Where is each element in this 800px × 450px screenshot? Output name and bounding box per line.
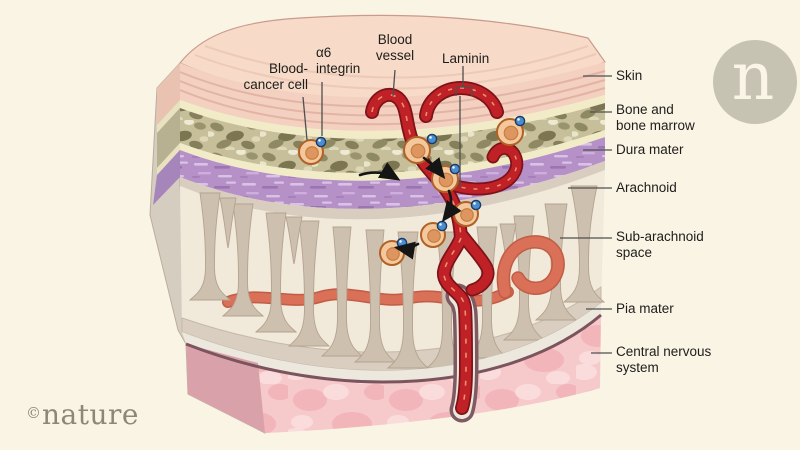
cancer-cell xyxy=(496,115,526,146)
migration-arrow xyxy=(441,189,462,223)
dura-left-face xyxy=(153,150,180,205)
label-blood-cancer-cell: Blood- cancer cell xyxy=(243,61,308,92)
label-arachnoid: Arachnoid xyxy=(616,180,677,195)
cancer-cell xyxy=(403,133,438,164)
skin-top-streak xyxy=(204,45,589,79)
label-subarachnoid-space: Sub-arachnoid space xyxy=(616,229,704,260)
cancer-cell xyxy=(420,220,448,248)
label-skin: Skin xyxy=(616,68,643,83)
nature-logo-badge: n xyxy=(713,37,797,124)
label-blood-vessel: Blood vessel xyxy=(375,32,415,63)
migration-arrow xyxy=(393,241,420,260)
label-bone-marrow: Bone and bone marrow xyxy=(616,102,695,133)
brand-name: nature xyxy=(42,398,139,431)
trabecula xyxy=(285,216,303,265)
pia-dark-line xyxy=(185,313,602,384)
integrin-dot xyxy=(449,163,461,175)
label-cns: Central nervous system xyxy=(616,344,712,375)
cns-layer xyxy=(186,315,601,433)
pia-mater-layer xyxy=(182,303,601,383)
integrin-dot xyxy=(315,136,327,148)
leader-blood-vessel xyxy=(392,69,396,97)
trabecula xyxy=(188,192,232,301)
migration-arrow xyxy=(358,162,401,181)
skin-stripe xyxy=(179,87,606,126)
trabecula xyxy=(219,197,237,249)
cns-left-face xyxy=(186,344,265,433)
integrin-dot xyxy=(426,133,438,145)
leader-lines xyxy=(302,66,612,354)
integrin-dot xyxy=(514,115,526,127)
nature-logo-letter: n xyxy=(731,37,775,115)
label-pia-mater: Pia mater xyxy=(616,301,674,316)
arachnoid-membrane xyxy=(180,161,605,220)
trabecula xyxy=(562,185,606,303)
salmon-vessel-loop xyxy=(498,236,564,298)
salmon-vessel xyxy=(223,287,513,307)
bone-left-face xyxy=(157,108,180,168)
migration-arrows-group xyxy=(358,156,462,260)
bone-edge2-left xyxy=(157,143,180,175)
bone-edge-left xyxy=(157,100,180,133)
copyright-symbol: © xyxy=(26,404,41,422)
leader-laminin xyxy=(455,66,473,188)
trabecula xyxy=(287,220,331,347)
label-laminin: Laminin xyxy=(442,51,490,66)
migration-arrow xyxy=(422,156,446,180)
integrin-dot xyxy=(436,220,448,232)
integrin-dot xyxy=(470,199,482,211)
trabecula xyxy=(221,203,265,317)
trabecula xyxy=(254,212,298,333)
cancer-cell xyxy=(298,136,327,165)
bone-edge-top xyxy=(180,95,605,139)
trabeculae-group xyxy=(188,185,606,369)
nature-copyright: ©nature xyxy=(26,398,139,431)
leader-blood-cancer-cell xyxy=(302,96,308,141)
label-dura-mater: Dura mater xyxy=(616,142,684,157)
skin-left-face xyxy=(157,63,180,125)
integrin-dot xyxy=(396,237,408,249)
label-a6-integrin: α6 integrin xyxy=(316,45,361,76)
